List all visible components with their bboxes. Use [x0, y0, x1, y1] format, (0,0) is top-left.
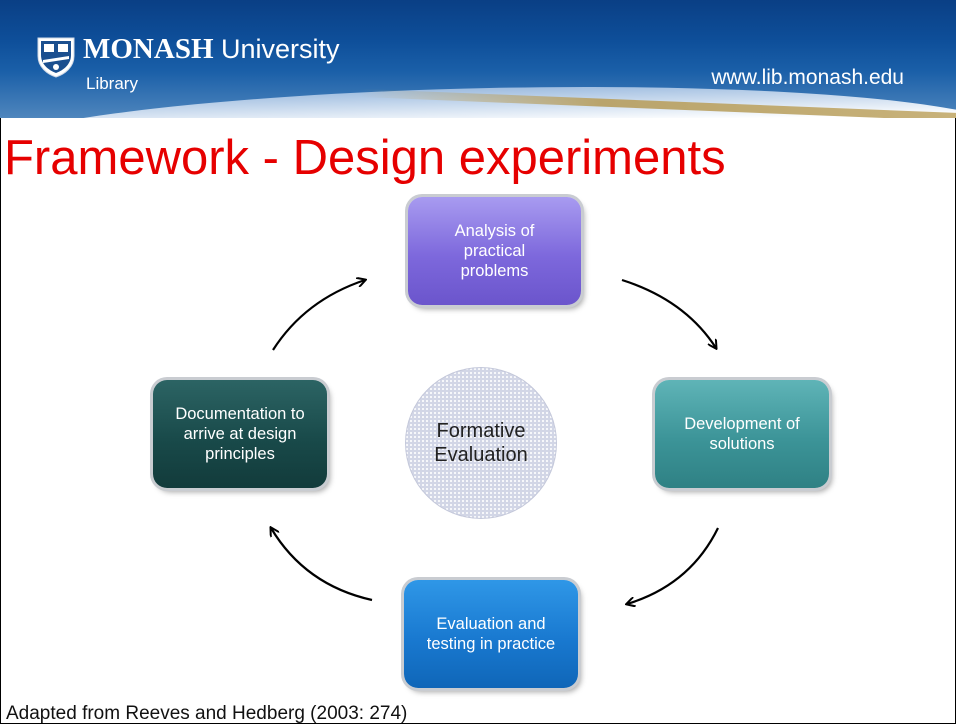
brand-rest: University: [213, 34, 340, 64]
source-caption: Adapted from Reeves and Hedberg (2003: 2…: [6, 703, 408, 724]
header-url[interactable]: www.lib.monash.edu: [711, 66, 904, 89]
brand-name[interactable]: MONASH University: [83, 33, 340, 66]
node-development[interactable]: Development of solutions: [655, 380, 829, 488]
arrow-analysis-to-development: [621, 278, 716, 348]
center-line-2: Evaluation: [434, 444, 528, 466]
arrow-evaluation-to-documentation: [271, 528, 373, 602]
shield-crest-icon: [37, 37, 75, 78]
node-analysis[interactable]: Analysis of practical problems: [408, 197, 581, 305]
slide-title: Framework - Design experiments: [4, 131, 726, 185]
arrow-development-to-evaluation: [627, 527, 719, 604]
header-banner: [0, 0, 956, 118]
arrow-documentation-to-analysis: [272, 280, 365, 351]
node-evaluation-label: Evaluation and testing in practice: [426, 615, 556, 653]
center-formative-evaluation: Formative Evaluation: [405, 367, 557, 519]
node-analysis-label: Analysis of practical problems: [454, 222, 535, 280]
library-label: Library: [86, 74, 138, 93]
node-development-label: Development of solutions: [684, 415, 800, 453]
node-evaluation[interactable]: Evaluation and testing in practice: [404, 580, 578, 688]
brand-bold: MONASH: [83, 33, 214, 65]
center-line-1: Formative: [436, 420, 526, 442]
node-documentation[interactable]: Documentation to arrive at design princi…: [153, 380, 327, 488]
node-documentation-label: Documentation to arrive at design princi…: [175, 405, 305, 463]
